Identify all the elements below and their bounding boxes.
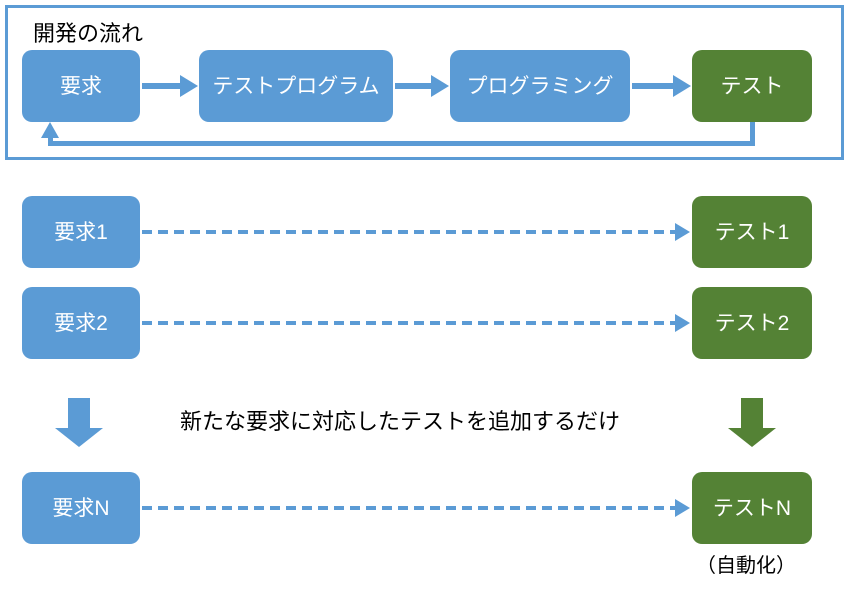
middle-note-text: 新たな要求に対応したテストを追加するだけ (180, 409, 621, 434)
test-label: テスト1 (714, 220, 790, 244)
flow-step-test-program[interactable]: テストプログラム (199, 50, 393, 122)
arrow-head-icon (180, 75, 198, 97)
test-label: テストN (712, 496, 792, 520)
flow-step-label: プログラミング (466, 74, 614, 98)
mapping-arrow-head-icon-1 (675, 223, 690, 241)
mapping-arrow-head-icon-n (675, 499, 690, 517)
requirement-box-2[interactable]: 要求2 (22, 287, 140, 359)
arrow-head-icon (673, 75, 691, 97)
requirement-box-1[interactable]: 要求1 (22, 196, 140, 268)
feedback-loop-vertical-left (48, 136, 53, 146)
mapping-connector-n (142, 506, 675, 510)
test-box-1[interactable]: テスト1 (692, 196, 812, 268)
feedback-arrow-head-icon (41, 122, 59, 138)
flow-arrow-requirement-to-test-program (142, 75, 198, 97)
arrow-tip (728, 428, 776, 447)
continuation-arrow-down-right-icon (728, 398, 776, 447)
arrow-tip (55, 428, 103, 447)
flow-step-test[interactable]: テスト (692, 50, 812, 122)
arrow-stem (68, 398, 90, 428)
arrow-shaft (395, 83, 431, 89)
requirement-label: 要求1 (54, 220, 108, 244)
panel-title: 開発の流れ (33, 21, 144, 46)
mapping-connector-2 (142, 321, 675, 325)
flow-step-label: テストプログラム (212, 74, 380, 98)
test-box-n[interactable]: テストN (692, 472, 812, 544)
mapping-connector-1 (142, 230, 675, 234)
continuation-arrow-down-left-icon (55, 398, 103, 447)
flow-arrow-test-program-to-programming (395, 75, 449, 97)
arrow-stem (741, 398, 763, 428)
automation-note-text: （自動化） (696, 555, 796, 577)
flow-step-programming[interactable]: プログラミング (450, 50, 630, 122)
flow-arrow-programming-to-test (632, 75, 691, 97)
arrow-shaft (142, 83, 180, 89)
arrow-shaft (632, 83, 673, 89)
test-label: テスト2 (714, 311, 790, 335)
flow-step-requirement[interactable]: 要求 (22, 50, 140, 122)
arrow-head-icon (431, 75, 449, 97)
requirement-box-n[interactable]: 要求N (22, 472, 140, 544)
requirement-label: 要求N (52, 496, 110, 520)
flow-step-label: 要求 (60, 74, 102, 98)
feedback-loop-horizontal (48, 141, 755, 146)
feedback-loop-vertical-right (750, 122, 755, 146)
flow-step-label: テスト (720, 74, 784, 98)
mapping-arrow-head-icon-2 (675, 314, 690, 332)
test-box-2[interactable]: テスト2 (692, 287, 812, 359)
requirement-label: 要求2 (54, 311, 108, 335)
